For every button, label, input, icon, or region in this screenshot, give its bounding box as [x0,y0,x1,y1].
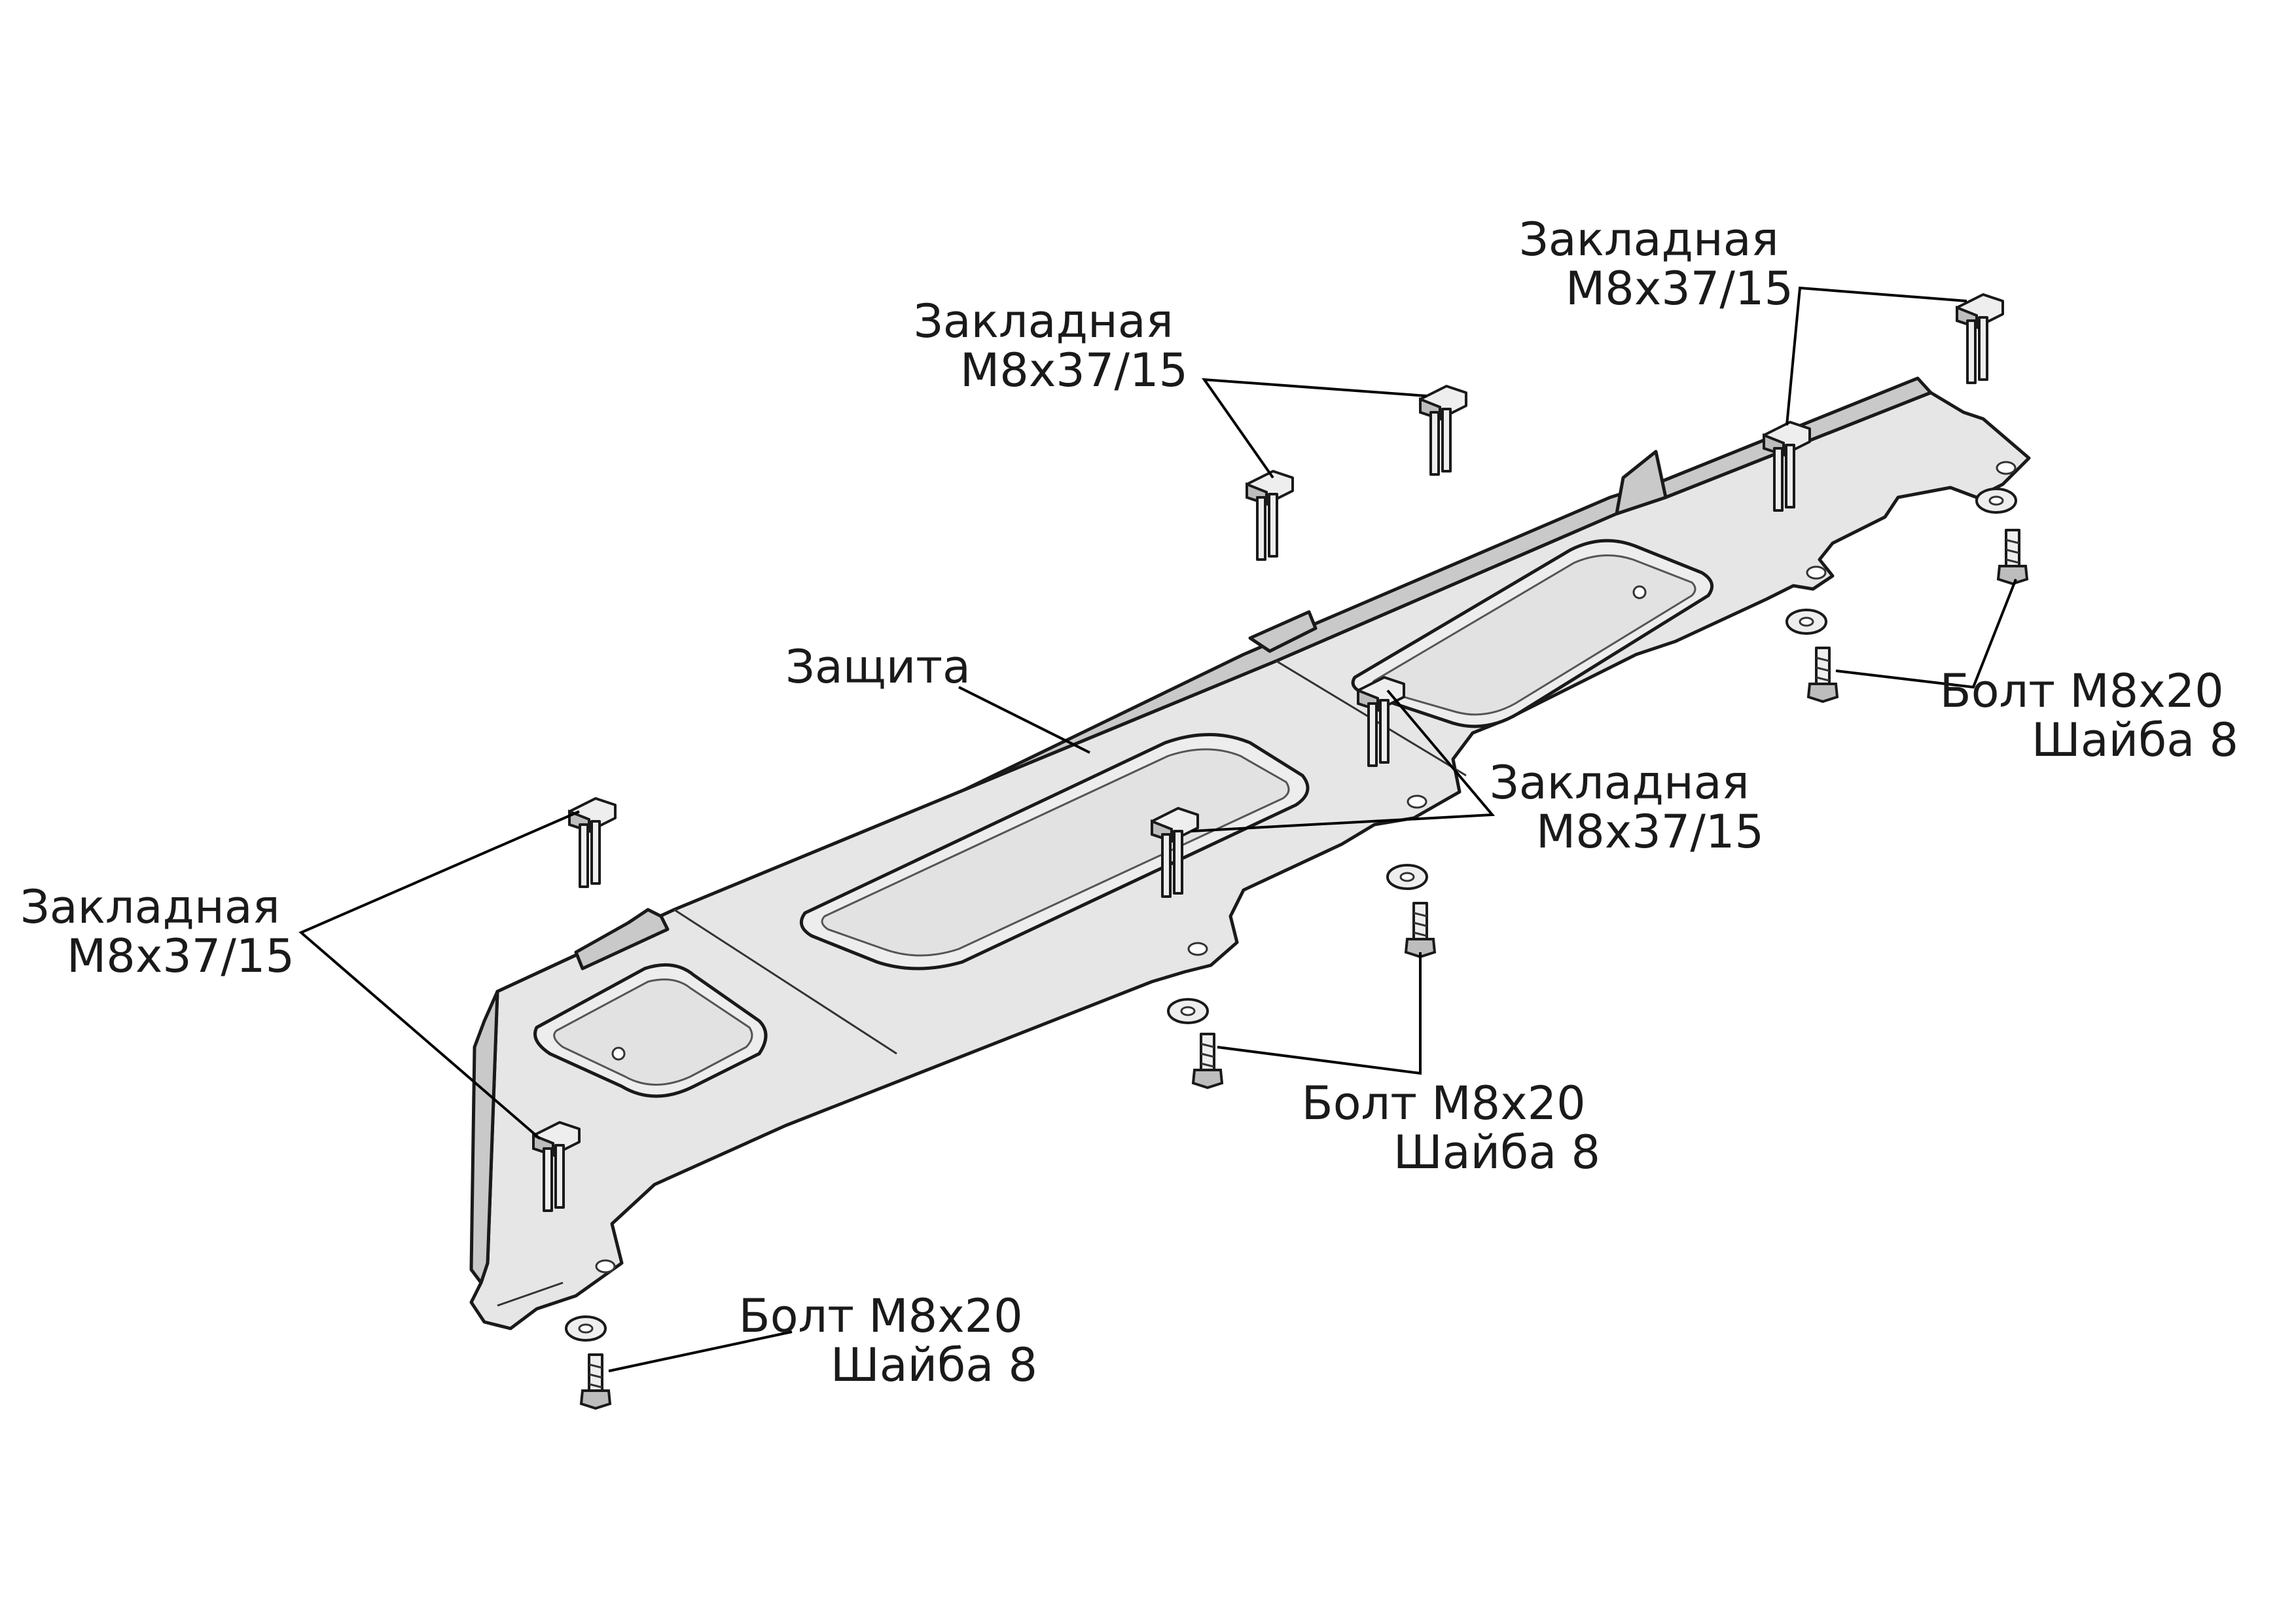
leader-bolt-right [1835,579,2017,689]
washer-center-b [1167,998,1209,1024]
bolt-center-b [1192,1033,1223,1089]
washer-left [565,1315,607,1342]
guard-plate [469,376,2031,1330]
leader-bolt-left [608,1330,793,1372]
label-guard: Защита [785,640,971,694]
bolt-center-a [1405,902,1436,958]
label-bolt-center: Болт M8x20 Шайба 8 [1302,1077,1600,1179]
label-insert-top-center: Закладная M8x37/15 [914,294,1188,397]
leader-lines [298,286,2017,1372]
guard-plate-body [469,391,2031,1330]
guard-left-side-flange [469,990,499,1285]
leader-bolt-center [1217,952,1422,1075]
washer-center-a [1386,864,1428,890]
leader-insert-left [298,810,580,1140]
ear-hole [595,1259,616,1274]
ear-hole [1187,942,1208,956]
bolt-left [580,1353,611,1410]
insert-top-right-b [1956,293,2004,384]
cutout-left [533,963,768,1098]
ear-hole [1806,565,1827,580]
insert-top-center-a [1246,470,1294,561]
label-insert-middle: Закладная M8x37/15 [1490,756,1764,859]
ear-hole [1996,461,2017,475]
ear-hole [1407,794,1427,809]
flange-tab-riser [1615,450,1668,516]
fold-line-left [673,908,897,1055]
leader-insert-top-right [1785,286,1967,426]
leader-insert-middle [1191,689,1496,832]
leader-insert-top-center [1201,378,1427,479]
label-insert-left: Закладная M8x37/15 [20,880,295,983]
insert-top-center-b [1419,385,1467,476]
flange-tab-left [574,908,670,971]
cutout-center [799,733,1310,971]
bolt-right-b [1807,647,1839,703]
label-bolt-left: Болт M8x20 Шайба 8 [739,1289,1037,1392]
flange-tab-center [1248,610,1318,653]
leader-guard [958,686,1090,754]
label-bolt-right: Болт M8x20 Шайба 8 [1940,664,2238,767]
washer-right-b [1785,609,1827,635]
ear-slot [497,1281,564,1307]
label-insert-top-right: Закладная M8x37/15 [1519,213,1793,315]
bolt-right-a [1997,529,2028,585]
washer-right-a [1975,488,2017,514]
